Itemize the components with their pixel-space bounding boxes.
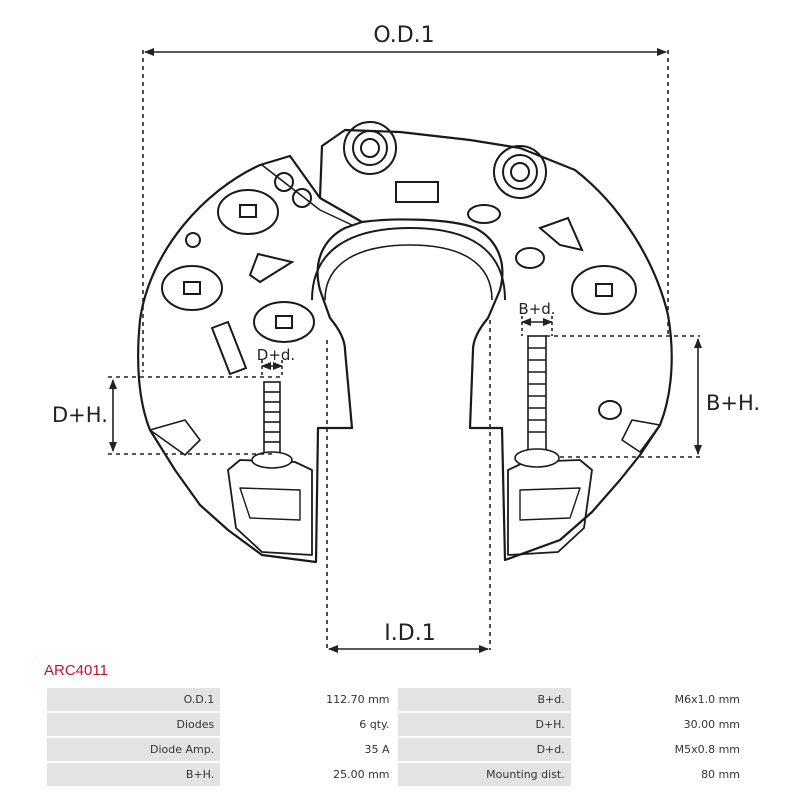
od-label: O.D.1: [373, 23, 434, 48]
spec-table: O.D.1 112.70 mm B+d. M6x1.0 mm Diodes 6 …: [45, 686, 748, 788]
spec-label: B+d.: [397, 688, 571, 711]
dimension-lines: [108, 48, 702, 653]
table-row: O.D.1 112.70 mm B+d. M6x1.0 mm: [47, 688, 746, 711]
spec-value: 35 A: [222, 738, 396, 761]
spec-value: M5x0.8 mm: [572, 738, 746, 761]
stud-bolts: [251, 335, 560, 469]
spec-label: D+H.: [397, 713, 571, 736]
spec-value: 6 qty.: [222, 713, 396, 736]
dh-label: D+H.: [52, 403, 108, 427]
terminal-features: [161, 121, 637, 420]
table-row: Diodes 6 qty. D+H. 30.00 mm: [47, 713, 746, 736]
dd-label: D+d.: [257, 346, 295, 364]
bd-label: B+d.: [518, 300, 555, 318]
rectifier-outline: [137, 128, 673, 564]
bh-label: B+H.: [706, 391, 760, 415]
part-number: ARC4011: [44, 662, 108, 679]
spec-value: 25.00 mm: [222, 763, 396, 786]
rectifier-drawing: O.D.1 I.D.1 D+H. D+d. B+H. B+d.: [52, 23, 760, 653]
spec-label: O.D.1: [47, 688, 221, 711]
spec-value: M6x1.0 mm: [572, 688, 746, 711]
table-row: Diode Amp. 35 A D+d. M5x0.8 mm: [47, 738, 746, 761]
spec-label: D+d.: [397, 738, 571, 761]
spec-label: B+H.: [47, 763, 221, 786]
table-row: B+H. 25.00 mm Mounting dist. 80 mm: [47, 763, 746, 786]
spec-value: 80 mm: [572, 763, 746, 786]
spec-label: Mounting dist.: [397, 763, 571, 786]
spec-label: Diodes: [47, 713, 221, 736]
spec-value: 30.00 mm: [572, 713, 746, 736]
spec-label: Diode Amp.: [47, 738, 221, 761]
id-label: I.D.1: [384, 621, 435, 646]
spec-value: 112.70 mm: [222, 688, 396, 711]
